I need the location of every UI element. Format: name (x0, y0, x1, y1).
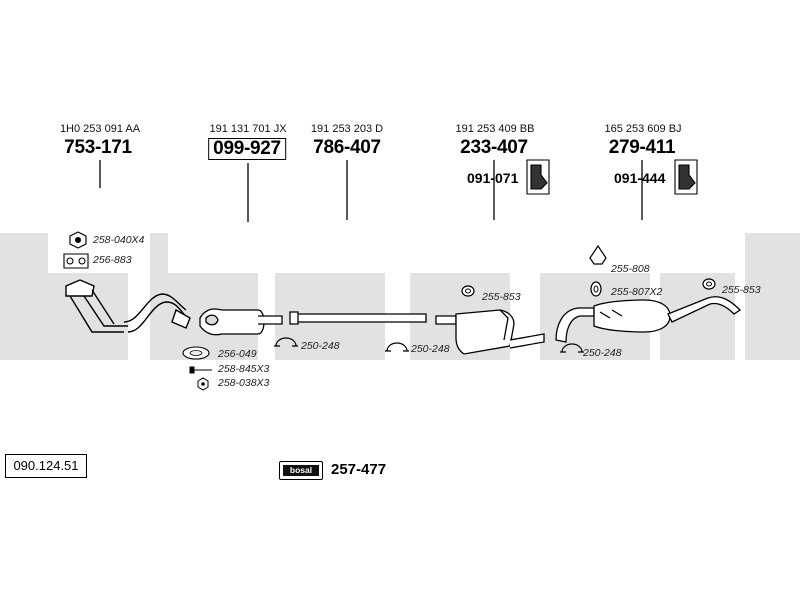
part-number[interactable]: 233-407 (460, 137, 528, 158)
fitting-label[interactable]: 255-853 (482, 291, 521, 303)
rubber-ring-icon (702, 278, 716, 290)
kit-number[interactable]: 257-477 (331, 461, 387, 478)
leader-lines (99, 160, 643, 222)
gasket-icon (63, 253, 89, 269)
pipe-clamp-icon (385, 342, 409, 352)
part-number-boxed[interactable]: 099-927 (208, 138, 286, 160)
hex-nut-icon (69, 231, 87, 249)
mounting-bracket-icon (674, 159, 698, 195)
front-silencer (435, 309, 545, 355)
fitting-label[interactable]: 255-808 (611, 263, 650, 275)
gasket-icon (182, 346, 210, 360)
fitting-label[interactable]: 250-248 (411, 343, 450, 355)
fitting-label[interactable]: 255-807X2 (611, 286, 663, 298)
fitting-label[interactable]: 258-040X4 (93, 234, 145, 246)
part-number[interactable]: 279-411 (608, 137, 676, 158)
oem-number: 1H0 253 091 AA (59, 123, 141, 135)
diagram-id: 090.124.51 (5, 454, 87, 478)
kit-badge: bosal (279, 461, 323, 480)
fitting-label[interactable]: 250-248 (301, 340, 340, 352)
fitting-label[interactable]: 258-845X3 (218, 363, 270, 375)
rubber-ring-icon (590, 281, 602, 297)
mounting-bracket-icon (526, 159, 550, 195)
oem-number: 191 253 203 D (310, 123, 384, 135)
hanger-icon (589, 244, 607, 265)
part-number[interactable]: 753-171 (64, 137, 132, 158)
fitting-label[interactable]: 258-038X3 (218, 377, 270, 389)
pipe-clamp-icon (274, 337, 298, 347)
rear-silencer (555, 296, 742, 343)
pipe-clamp-icon (560, 343, 584, 353)
part-number[interactable]: 786-407 (313, 137, 381, 158)
watermark-logo (0, 233, 800, 360)
bosal-logo: bosal (283, 465, 319, 476)
intermediate-pipe (289, 311, 427, 325)
oem-number: 191 131 701 JX (209, 123, 287, 135)
oem-number: 191 253 409 BB (455, 123, 535, 135)
bolt-icon (189, 366, 212, 374)
fitting-label[interactable]: 256-049 (218, 348, 257, 360)
bracket-part-number[interactable]: 091-444 (614, 170, 666, 186)
bracket-part-number[interactable]: 091-071 (467, 170, 519, 186)
fitting-label[interactable]: 256-883 (93, 254, 132, 266)
fitting-label[interactable]: 255-853 (722, 284, 761, 296)
hex-nut-icon (197, 377, 209, 391)
catalytic-converter (199, 308, 283, 336)
fitting-label[interactable]: 250-248 (583, 347, 622, 359)
exhaust-manifold (65, 279, 191, 333)
rubber-ring-icon (461, 285, 475, 297)
oem-number: 165 253 609 BJ (604, 123, 682, 135)
